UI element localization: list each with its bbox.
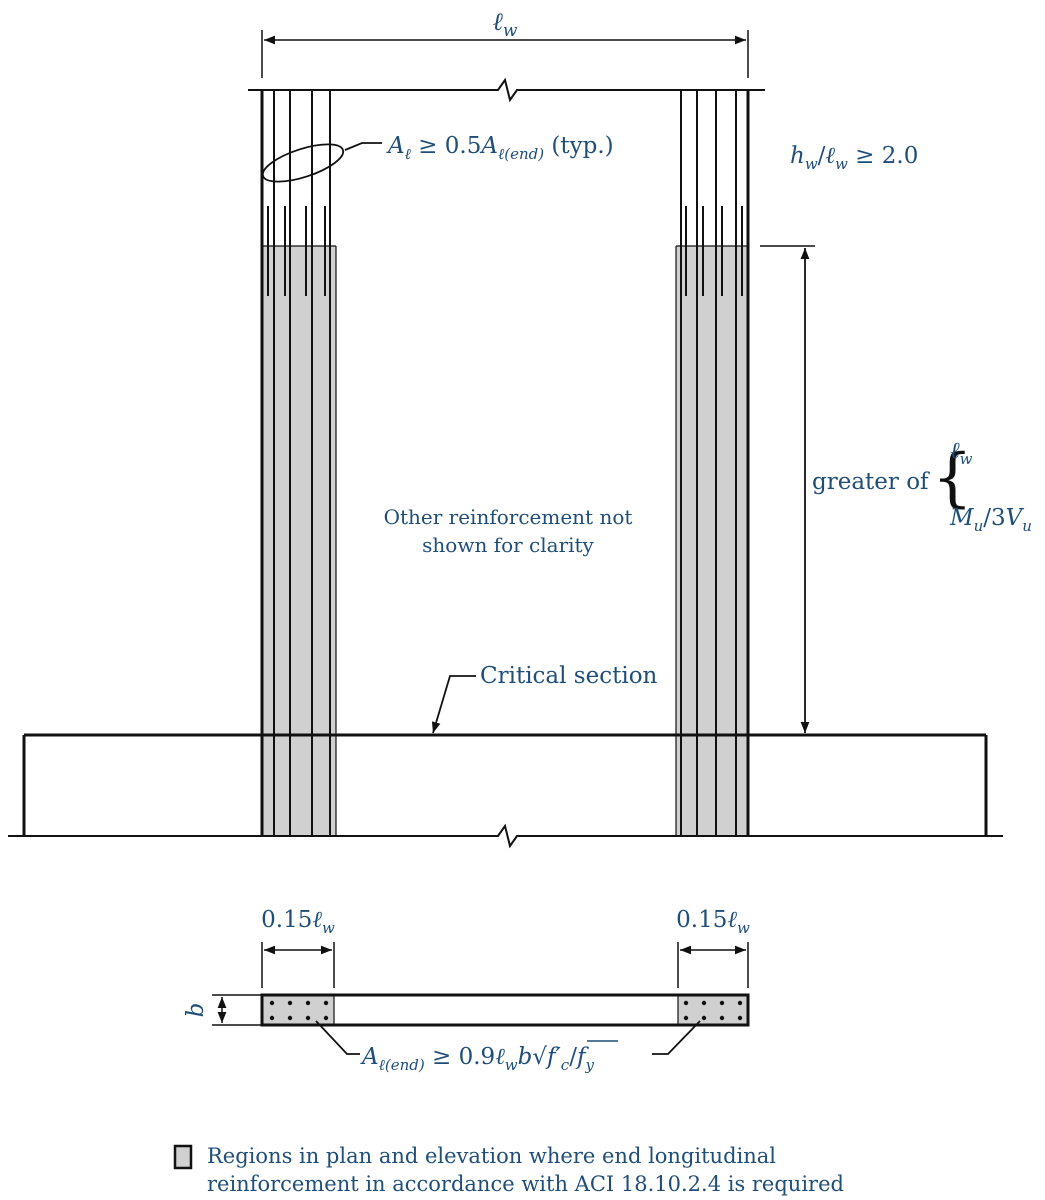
critical-section-label: Critical section [480, 663, 658, 689]
plan-left-width-label: 0.15ℓw [261, 907, 335, 937]
plan-wall-section [260, 993, 750, 1027]
plan-equation-leader-right [652, 1020, 701, 1055]
plan-right-width-label: 0.15ℓw [676, 907, 750, 937]
plan-right-dimension [677, 942, 749, 988]
legend-line-1: Regions in plan and elevation where end … [207, 1144, 776, 1168]
typical-bars-ellipse [261, 143, 345, 183]
legend-swatch [173, 1144, 193, 1170]
top-width-dimension [261, 30, 749, 78]
right-boundary-element [675, 90, 750, 836]
boundary-height-dimension [760, 245, 815, 733]
plan-left-bars [269, 1000, 329, 1021]
note-line-2: shown for clarity [422, 533, 594, 557]
critical-section-leader [431, 675, 476, 734]
note-line-1: Other reinforcement not [384, 505, 633, 529]
typical-bars-leader [344, 142, 382, 151]
top-width-label: ℓw [493, 7, 518, 41]
plan-thickness-dimension [212, 994, 262, 1026]
legend-line-2: reinforcement in accordance with ACI 18.… [207, 1172, 844, 1196]
typical-bars-equation: Aℓ ≥ 0.5Aℓ(end) (typ.) [386, 133, 614, 163]
left-boundary-element [260, 90, 337, 836]
plan-equation-leader-left [315, 1020, 360, 1055]
plan-right-bars [683, 1000, 743, 1021]
greater-of-option-2: Mu/3Vu [949, 505, 1032, 535]
wall-top-break-line [248, 77, 765, 103]
plan-thickness-label: b [183, 1003, 209, 1018]
aspect-ratio-label: hw/ℓw ≥ 2.0 [790, 143, 918, 173]
plan-equation: Aℓ(end) ≥ 0.9ℓwb√f′c/fy [360, 1044, 594, 1074]
foundation-break-line [8, 823, 1003, 849]
foundation [22, 733, 988, 836]
plan-left-dimension [261, 942, 335, 988]
greater-of-label: greater of [812, 469, 930, 495]
greater-of-brace: { [932, 441, 973, 515]
greater-of-option-1: ℓw [950, 438, 973, 468]
